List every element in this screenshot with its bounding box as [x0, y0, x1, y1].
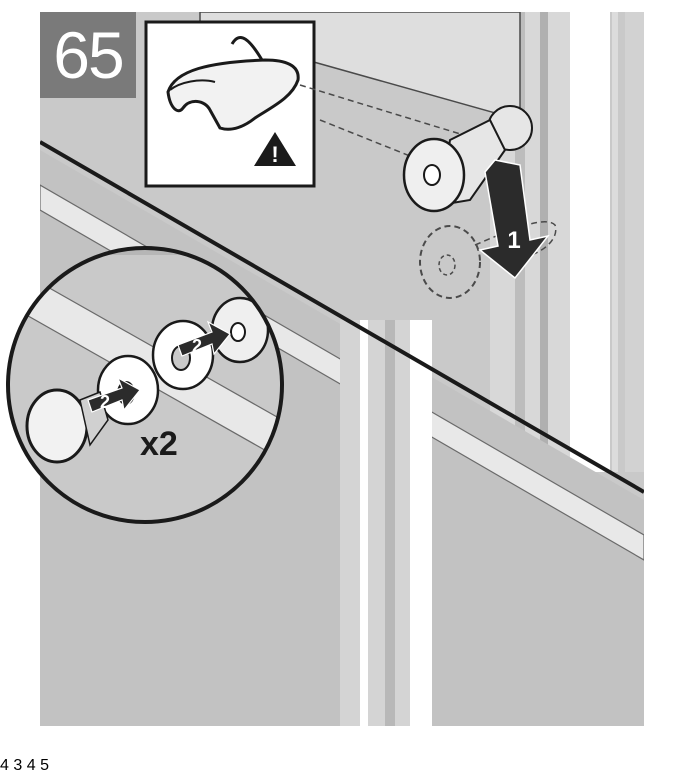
- callout-2b: 2: [192, 336, 202, 356]
- arrow-step-4-bottom: 4: [27, 757, 40, 774]
- warning-symbol: !: [271, 142, 278, 167]
- assembly-figure: ! 1: [0, 0, 678, 752]
- arrow-step-4-top: 4: [0, 757, 13, 774]
- quantity-multiplier: x2: [140, 425, 178, 464]
- callout-2a: 2: [100, 392, 110, 412]
- step-number: 65: [40, 12, 136, 98]
- callout-5: 5: [40, 757, 49, 774]
- callout-1: 1: [507, 227, 520, 254]
- detail-circle-right: 5: [40, 757, 49, 774]
- figure-canvas: ! 1: [0, 0, 678, 752]
- callout-4b: 4: [27, 757, 36, 774]
- arrow-step-3: 3: [13, 757, 26, 774]
- callout-3: 3: [13, 757, 22, 774]
- callout-4a: 4: [0, 757, 9, 774]
- safety-glasses-panel: !: [146, 22, 314, 186]
